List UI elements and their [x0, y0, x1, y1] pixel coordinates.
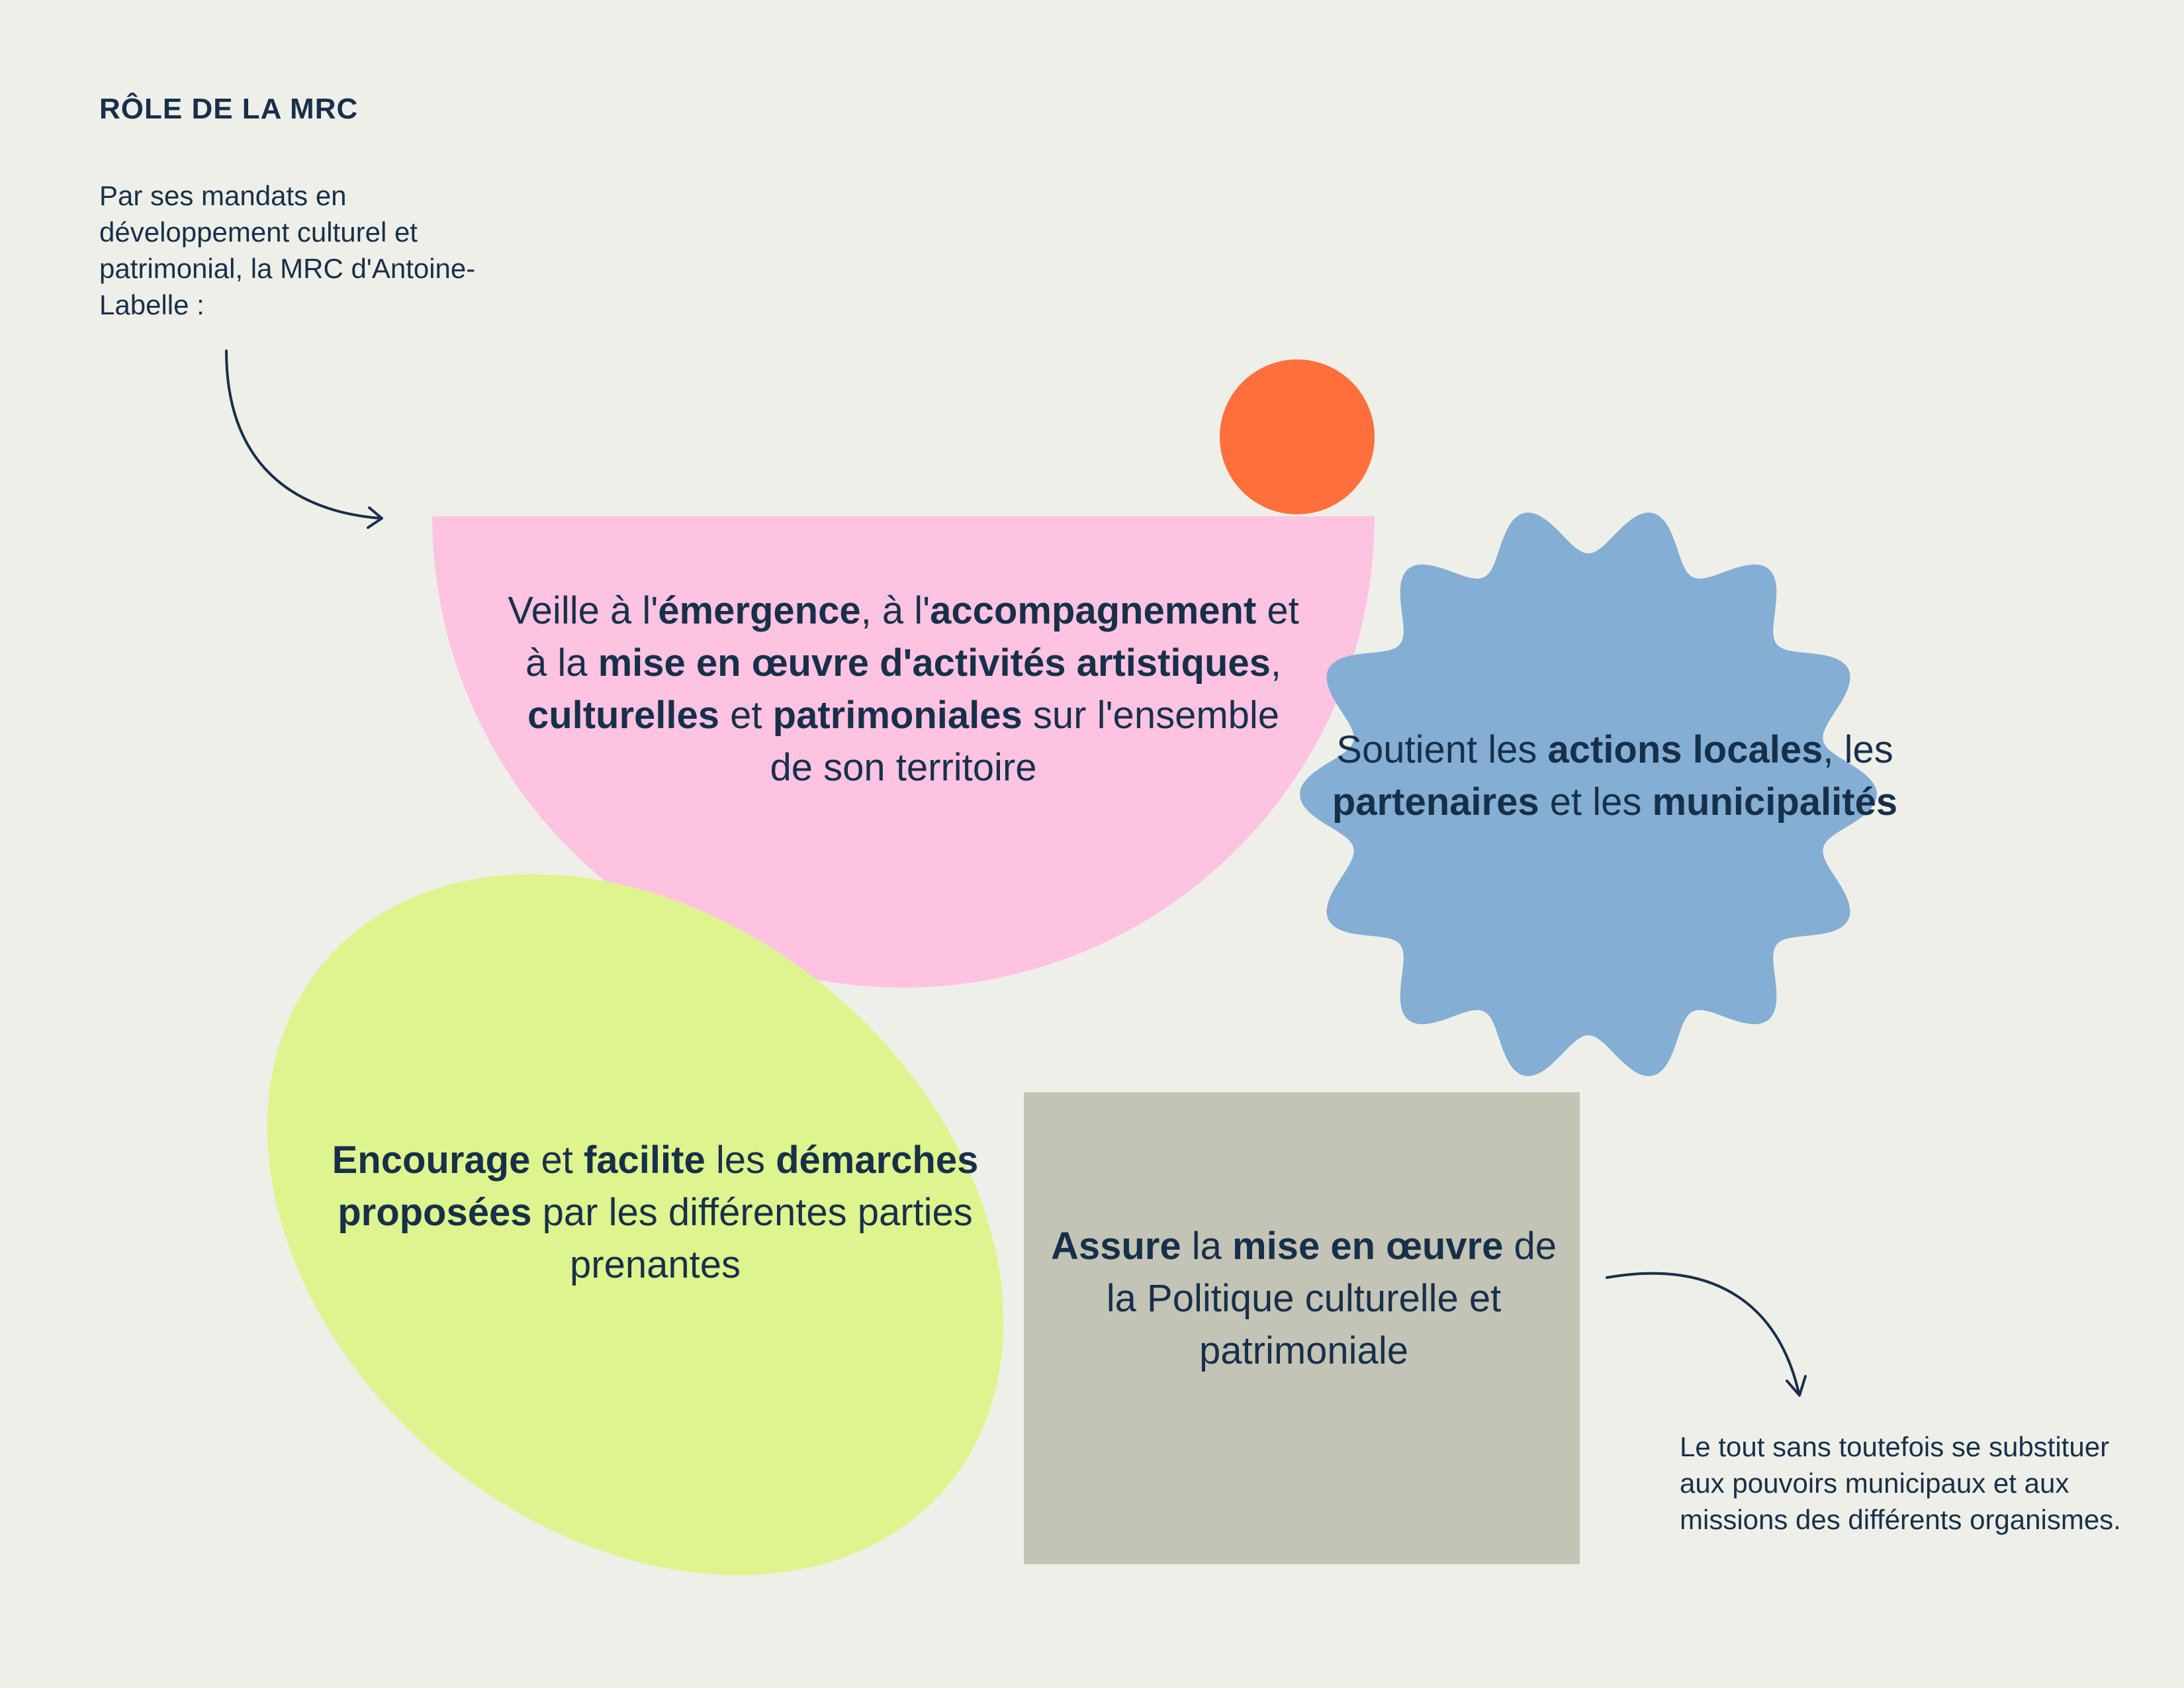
- role-text-gray: Assure la mise en œuvre de la Politique …: [1050, 1225, 1557, 1372]
- role-text-blue: Soutient les actions locales, les parten…: [1332, 728, 1898, 823]
- role-text-pink: Veille à l'émergence, à l'accompagnement…: [508, 589, 1299, 789]
- pink-half-circle-shape: [432, 516, 1375, 988]
- gray-rectangle-shape: [1024, 1092, 1580, 1564]
- note-arrow: [1606, 1272, 1807, 1397]
- green-ellipse-shape: [267, 874, 1004, 1575]
- intro-arrow: [225, 350, 383, 529]
- orange-accent-circle: [1220, 359, 1375, 514]
- role-text-green: Encourage et facilite les démarches prop…: [332, 1139, 979, 1286]
- intro-text: Par ses mandats en développement culture…: [99, 180, 476, 320]
- note-text: Le tout sans toutefois se substituer aux…: [1680, 1431, 2121, 1535]
- page-title: RÔLE DE LA MRC: [99, 93, 359, 125]
- blue-wavy-circle-shape: [1300, 512, 1877, 1076]
